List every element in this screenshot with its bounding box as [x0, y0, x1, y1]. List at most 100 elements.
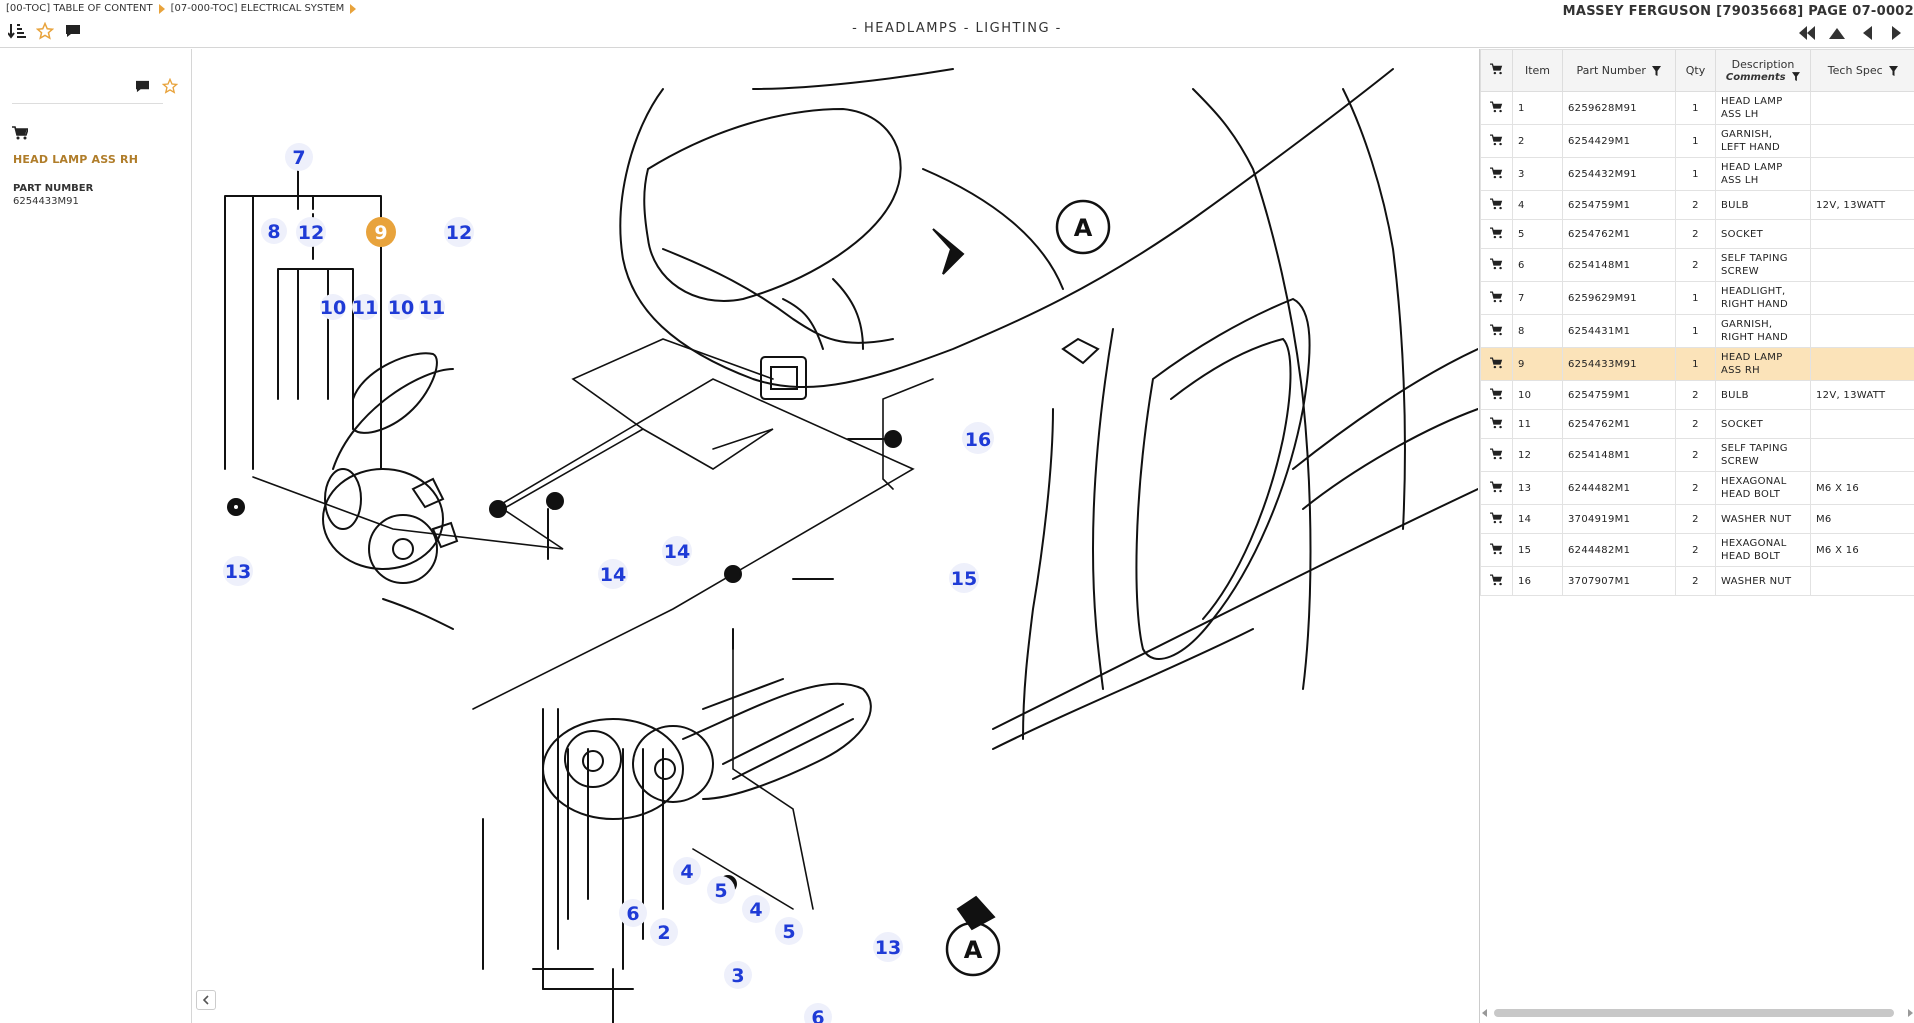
add-to-cart-button[interactable] [1480, 533, 1513, 567]
description-cell: SOCKET [1715, 219, 1811, 249]
tech-spec-cell [1810, 314, 1914, 348]
callout-13[interactable]: 13 [225, 561, 251, 583]
callout-16[interactable]: 16 [965, 429, 991, 451]
prev-icon[interactable] [1858, 24, 1876, 42]
scrollbar-thumb[interactable] [1494, 1009, 1894, 1017]
cart-icon[interactable] [12, 125, 30, 144]
tech-spec-cell [1810, 566, 1914, 596]
add-to-cart-button[interactable] [1480, 566, 1513, 596]
up-icon[interactable] [1828, 24, 1846, 42]
breadcrumb-item-toc[interactable]: [00-TOC] TABLE OF CONTENT [6, 3, 153, 14]
tech-spec-cell [1810, 438, 1914, 472]
add-to-cart-button[interactable] [1480, 347, 1513, 381]
callout-11[interactable]: 11 [352, 297, 378, 319]
callout-12[interactable]: 12 [298, 222, 324, 244]
part-number-cell: 6254759M1 [1562, 190, 1676, 220]
callout-5[interactable]: 5 [782, 921, 795, 943]
callout-3[interactable]: 3 [731, 965, 744, 987]
add-to-cart-button[interactable] [1480, 504, 1513, 534]
callout-14[interactable]: 14 [600, 564, 626, 586]
collapse-panel-button[interactable] [196, 990, 216, 1010]
add-to-cart-button[interactable] [1480, 438, 1513, 472]
add-to-cart-button[interactable] [1480, 219, 1513, 249]
callout-8[interactable]: 8 [267, 221, 280, 243]
callout-4[interactable]: 4 [749, 899, 762, 921]
callout-7[interactable]: 7 [292, 147, 305, 169]
add-to-cart-button[interactable] [1480, 91, 1513, 125]
part-number-label: PART NUMBER [13, 183, 94, 194]
add-to-cart-button[interactable] [1480, 124, 1513, 158]
comment-icon[interactable] [133, 77, 151, 95]
callout-11[interactable]: 11 [419, 297, 445, 319]
cart-icon [1490, 63, 1503, 75]
description-cell: GARNISH,RIGHT HAND [1715, 314, 1811, 348]
callout-4[interactable]: 4 [680, 861, 693, 883]
sort-icon[interactable] [8, 22, 26, 40]
callout-10[interactable]: 10 [388, 297, 414, 319]
qty-cell: 1 [1675, 314, 1716, 348]
add-to-cart-button[interactable] [1480, 471, 1513, 505]
add-to-cart-button[interactable] [1480, 281, 1513, 315]
callout-6[interactable]: 6 [626, 903, 639, 925]
part-number-cell: 6259628M91 [1562, 91, 1676, 125]
comment-icon[interactable] [64, 22, 82, 40]
callout-12[interactable]: 12 [446, 222, 472, 244]
first-page-icon[interactable] [1798, 24, 1816, 42]
cart-column-header[interactable] [1480, 49, 1513, 92]
description-line: BULB [1721, 389, 1749, 401]
part-number-column-header[interactable]: Part Number [1562, 49, 1676, 92]
callout-15[interactable]: 15 [951, 568, 977, 590]
callout-group[interactable]: 7 8 12 9 12 10 11 10 11 13 14 14 15 16 4… [223, 143, 994, 1023]
part-number-cell: 6254148M1 [1562, 438, 1676, 472]
callout-10[interactable]: 10 [320, 297, 346, 319]
tech-spec-cell [1810, 219, 1914, 249]
callout-14[interactable]: 14 [664, 541, 690, 563]
description-line: HEXAGONAL [1721, 476, 1787, 487]
scroll-left-icon [1482, 1009, 1487, 1017]
add-to-cart-button[interactable] [1480, 157, 1513, 191]
add-to-cart-button[interactable] [1480, 190, 1513, 220]
next-icon[interactable] [1888, 24, 1906, 42]
breadcrumb-item-electrical[interactable]: [07-000-TOC] ELECTRICAL SYSTEM [170, 3, 345, 14]
callout-2[interactable]: 2 [657, 922, 670, 944]
description-cell: HEADLIGHT,RIGHT HAND [1715, 281, 1811, 315]
star-icon[interactable] [36, 22, 54, 40]
callout-5[interactable]: 5 [714, 880, 727, 902]
add-to-cart-button[interactable] [1480, 380, 1513, 410]
star-icon[interactable] [161, 77, 179, 95]
description-line: GARNISH, [1721, 319, 1773, 330]
description-cell: SOCKET [1715, 409, 1811, 439]
add-to-cart-button[interactable] [1480, 248, 1513, 282]
qty-column-header[interactable]: Qty [1675, 49, 1716, 92]
horizontal-scrollbar[interactable] [1480, 1007, 1914, 1019]
description-column-header[interactable]: Description Comments [1715, 49, 1811, 92]
part-number-cell: 6259629M91 [1562, 281, 1676, 315]
filter-icon [1652, 65, 1662, 76]
callout-9-selected[interactable]: 9 [374, 222, 387, 244]
add-to-cart-button[interactable] [1480, 314, 1513, 348]
parts-diagram[interactable]: A A 7 8 12 9 12 10 11 10 11 13 14 14 15 … [193, 49, 1478, 1023]
tech-spec-column-header[interactable]: Tech Spec [1810, 49, 1914, 92]
item-column-header[interactable]: Item [1512, 49, 1563, 92]
callout-6[interactable]: 6 [811, 1007, 824, 1023]
add-to-cart-button[interactable] [1480, 409, 1513, 439]
callout-13[interactable]: 13 [875, 937, 901, 959]
description-line: RIGHT HAND [1721, 299, 1788, 310]
description-line: SCREW [1721, 456, 1759, 467]
